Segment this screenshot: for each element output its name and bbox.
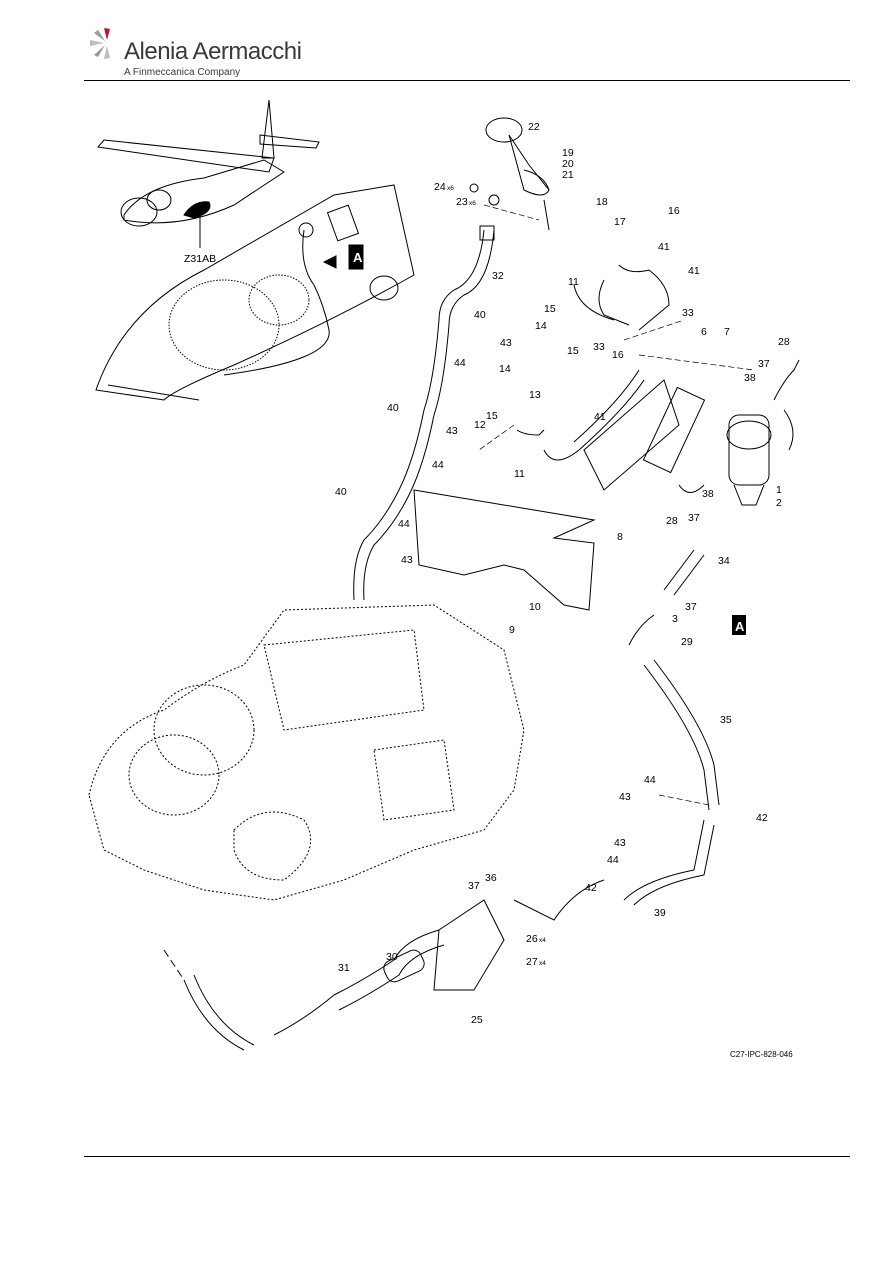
brand-subtitle: A Finmeccanica Company — [124, 67, 241, 78]
callout-label: 38 — [744, 372, 756, 384]
callout-label: 34 — [718, 555, 730, 567]
alenia-aermacchi-logo-icon — [90, 28, 110, 59]
callout-label: 16 — [612, 349, 624, 361]
callout-label: 41 — [594, 411, 606, 423]
callout-label: 29 — [681, 636, 693, 648]
callout-label: 39 — [654, 907, 666, 919]
callout-label: 43 — [401, 554, 413, 566]
callout-label: 25 — [471, 1014, 483, 1026]
page-header: Alenia Aermacchi A Finmeccanica Company — [0, 0, 893, 84]
callout-label: 43 — [614, 837, 626, 849]
callout-qty: x6 — [447, 185, 454, 192]
callout-label: 16 — [668, 205, 680, 217]
callout-qty: x6 — [469, 200, 476, 207]
callout-label: 37 — [468, 880, 480, 892]
callout-label: 11 — [568, 276, 579, 288]
callout-label: 1 — [776, 484, 782, 496]
callout-qty: x4 — [539, 937, 546, 944]
callout-label: 18 — [596, 196, 608, 208]
callout-label: 14 — [535, 320, 547, 332]
callout-label: 44 — [607, 854, 619, 866]
callout-label: 38 — [702, 488, 714, 500]
callout-label: 15 — [486, 410, 498, 422]
callout-label: 44 — [644, 774, 656, 786]
callout-label: 8 — [617, 531, 623, 543]
fuel-line-assembly — [163, 117, 800, 1051]
callout-label: 40 — [387, 402, 399, 414]
callout-label: 44 — [454, 357, 466, 369]
callout-label: 7 — [724, 326, 730, 338]
view-marker-a-top: A — [353, 250, 363, 265]
figure-reference: C27-IPC-828-046 — [730, 1050, 793, 1059]
callout-label: 32 — [492, 270, 504, 282]
callout-label: 28 — [666, 515, 678, 527]
view-marker-a-detail: A — [735, 619, 745, 634]
callout-label: 12 — [474, 419, 486, 431]
callout-label: 43 — [446, 425, 458, 437]
brand-name: Alenia Aermacchi — [124, 38, 302, 65]
callout-label: 26 — [526, 933, 538, 945]
callout-label: 14 — [499, 363, 511, 375]
callout-label: 41 — [688, 265, 700, 277]
callout-label: 27 — [526, 956, 538, 968]
callout-label: 24 — [434, 181, 446, 193]
header-rule — [84, 80, 850, 81]
callout-label: 23 — [456, 196, 468, 208]
callout-label: 37 — [685, 601, 697, 613]
callout-label: 40 — [474, 309, 486, 321]
callout-label: 13 — [529, 389, 541, 401]
aircraft-locator-view: Z31AB A — [95, 99, 415, 401]
callout-label: 30 — [386, 951, 398, 963]
callout-label: 20 — [562, 158, 574, 170]
callout-label: 43 — [500, 337, 512, 349]
callout-label: 11 — [514, 468, 525, 480]
callout-label: 42 — [756, 812, 768, 824]
callout-label: 37 — [758, 358, 770, 370]
callout-label: 37 — [688, 512, 700, 524]
callout-label: 36 — [485, 872, 497, 884]
callout-label: 44 — [398, 518, 410, 530]
callout-label: 44 — [432, 459, 444, 471]
callout-qty: x4 — [539, 960, 546, 967]
parts-illustration: Z31AB A — [88, 99, 800, 1051]
zone-label: Z31AB — [184, 253, 216, 265]
callout-label: 21 — [562, 169, 574, 181]
callout-label: 17 — [614, 216, 626, 228]
callout-label: 9 — [509, 624, 515, 636]
callout-label: 15 — [544, 303, 556, 315]
callout-label: 33 — [593, 341, 605, 353]
callout-label: 19 — [562, 147, 574, 159]
callout-label: 43 — [619, 791, 631, 803]
callout-label: 42 — [585, 882, 597, 894]
callout-label: 22 — [528, 121, 540, 133]
callout-label: 6 — [701, 326, 707, 338]
callout-label: 41 — [658, 241, 670, 253]
callout-label: 2 — [776, 497, 782, 509]
callout-label: 15 — [567, 345, 579, 357]
callout-label: 3 — [672, 613, 678, 625]
callout-label: 35 — [720, 714, 732, 726]
callout-label: 40 — [335, 486, 347, 498]
callout-label: 10 — [529, 601, 541, 613]
callout-label: 31 — [338, 962, 350, 974]
footer-rule — [84, 1156, 850, 1157]
callout-label: 28 — [778, 336, 790, 348]
callout-labels: 22 19 20 21 24 x6 23 x6 18 17 16 41 41 3… — [335, 121, 790, 1026]
callout-label: 33 — [682, 307, 694, 319]
engine-outline — [88, 604, 525, 901]
